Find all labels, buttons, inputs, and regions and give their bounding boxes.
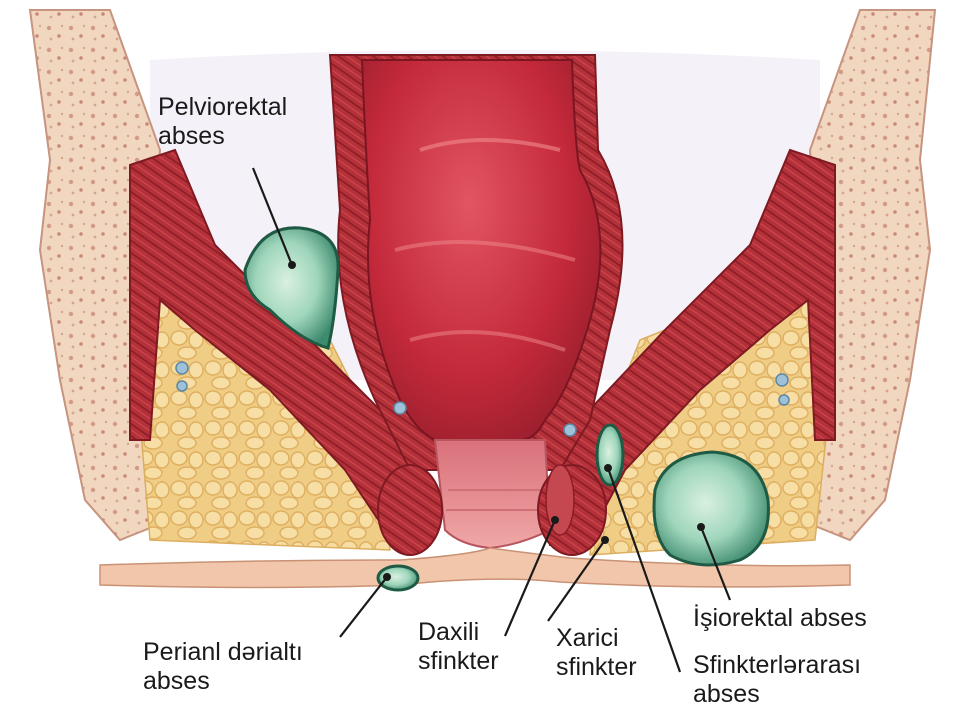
right-internal-sphincter: [546, 465, 574, 535]
label-sfinkterlerarasi-line2: abses: [693, 680, 861, 709]
label-xarici: Xarici sfinkter: [556, 624, 637, 682]
leader-dot-isiorektal: [697, 523, 705, 531]
label-xarici-line1: Xarici: [556, 624, 637, 653]
label-daxili-line2: sfinkter: [418, 647, 499, 676]
label-sfinkterlerarasi-line1: Sfinkterlərarası: [693, 651, 861, 680]
label-perianl-line1: Perianl dərialtı: [143, 638, 303, 667]
label-sfinkterlerarasi: Sfinkterlərarası abses: [693, 651, 861, 709]
label-perianl-line2: abses: [143, 667, 303, 696]
leader-dot-daxili: [551, 516, 559, 524]
anal-canal: [435, 440, 550, 548]
label-isiorektal-line1: İşiorektal abses: [693, 604, 867, 633]
leader-dot-sfinkterlerarasi: [604, 464, 612, 472]
leader-dot-pelviorektal: [288, 261, 296, 269]
label-pelviorektal: Pelviorektal abses: [158, 93, 287, 151]
leader-dot-xarici: [601, 536, 609, 544]
ischiorectal-abscess: [654, 452, 768, 565]
label-pelviorektal-line2: abses: [158, 122, 287, 151]
leader-dot-perianl: [383, 573, 391, 581]
label-isiorektal: İşiorektal abses: [693, 604, 867, 633]
label-pelviorektal-line1: Pelviorektal: [158, 93, 287, 122]
label-perianl: Perianl dərialtı abses: [143, 638, 303, 696]
label-daxili: Daxili sfinkter: [418, 618, 499, 676]
label-daxili-line1: Daxili: [418, 618, 499, 647]
left-external-sphincter: [378, 465, 442, 555]
label-xarici-line2: sfinkter: [556, 653, 637, 682]
